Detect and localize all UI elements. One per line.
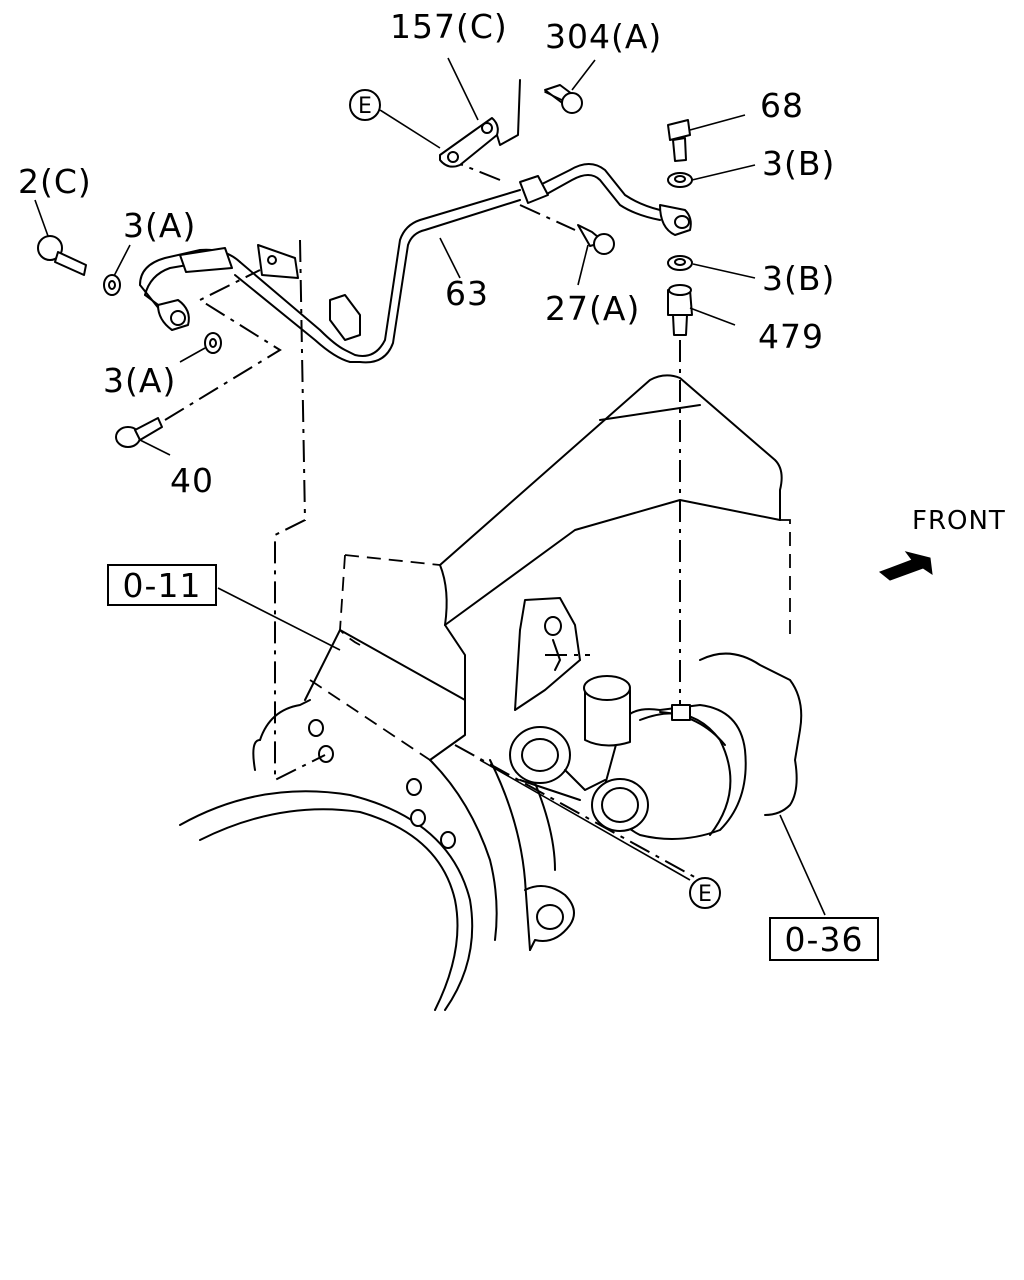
label-63: 63 — [445, 274, 489, 313]
ref-0-36-text: 0-36 — [785, 920, 864, 959]
bolt-304a — [544, 84, 583, 114]
bolt-40 — [115, 417, 163, 448]
label-leader-lines — [34, 57, 826, 916]
bolt-27a — [577, 224, 615, 255]
ref-box-0-11[interactable]: 0-11 — [107, 564, 217, 606]
small-parts — [37, 84, 693, 448]
assembly-leader-lines — [164, 159, 701, 881]
label-40: 40 — [170, 461, 214, 500]
pipe-63 — [139, 163, 692, 364]
eye-bolt-68 — [667, 119, 691, 162]
ref-0-11-text: 0-11 — [123, 566, 202, 605]
washer-3b-bottom — [667, 255, 693, 271]
ref-box-0-36[interactable]: 0-36 — [769, 917, 879, 961]
engine-assembly — [179, 374, 803, 1011]
label-3b-bottom: 3(B) — [762, 259, 835, 298]
part-labels: 157(C) 304(A) 68 3(B) 3(B) 479 2(C) 3(A)… — [18, 7, 835, 500]
washer-3a-bottom — [204, 332, 222, 354]
label-3a-bottom: 3(A) — [103, 361, 176, 400]
label-3a-top: 3(A) — [123, 206, 196, 245]
callout-e-top-text: E — [358, 94, 372, 119]
adapter-479 — [667, 284, 693, 336]
callout-e-top: E — [349, 89, 381, 121]
front-arrow-icon — [879, 551, 933, 581]
label-479: 479 — [758, 317, 824, 356]
front-label: FRONT — [912, 506, 1006, 536]
label-2c: 2(C) — [18, 162, 92, 201]
bolt-2c — [37, 235, 87, 276]
bracket-157c — [439, 79, 521, 168]
callout-e-bottom-text: E — [698, 882, 712, 907]
label-27a: 27(A) — [545, 289, 640, 328]
front-indicator: FRONT — [879, 506, 1006, 581]
callout-e-bottom: E — [689, 877, 721, 909]
washer-3a-top — [103, 274, 121, 296]
label-68: 68 — [760, 86, 804, 125]
washer-3b-top — [667, 172, 693, 188]
label-304a: 304(A) — [545, 17, 662, 56]
label-157c: 157(C) — [390, 7, 508, 46]
label-3b-top: 3(B) — [762, 144, 835, 183]
